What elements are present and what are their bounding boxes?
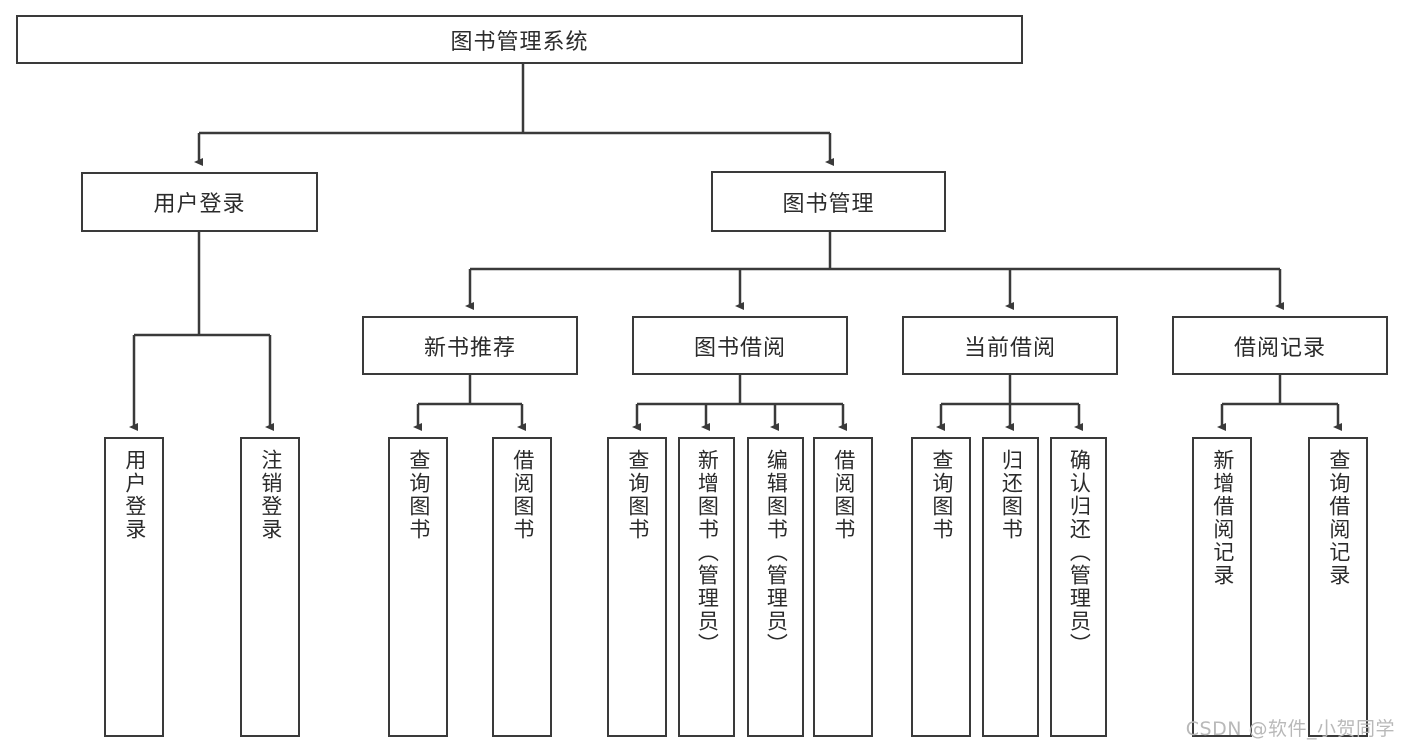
node-label: 新增图书（管理员） <box>695 449 720 656</box>
node-label: 当前借阅 <box>963 335 1056 361</box>
node-label: 图书管理 <box>782 191 875 217</box>
node-label: 注销登录 <box>258 449 283 541</box>
node-label: 借阅图书 <box>831 449 856 541</box>
node-current-borrow[interactable]: 当前借阅 <box>902 316 1118 375</box>
node-label: 图书借阅 <box>693 335 786 361</box>
node-label: 查询图书 <box>929 449 954 541</box>
node-borrow-record[interactable]: 借阅记录 <box>1172 316 1388 375</box>
node-label: 确认归还（管理员） <box>1067 449 1092 656</box>
node-label: 借阅图书 <box>510 449 535 541</box>
node-label: 查询图书 <box>625 449 650 541</box>
leaf-borrow-edit-book-admin[interactable]: 编辑图书（管理员） <box>747 437 804 737</box>
leaf-record-add-record[interactable]: 新增借阅记录 <box>1192 437 1252 737</box>
node-label: 借阅记录 <box>1233 335 1326 361</box>
node-label: 用户登录 <box>153 192 246 217</box>
node-label: 新书推荐 <box>423 335 516 361</box>
watermark-text: CSDN @软件_小贺同学 <box>1185 718 1395 740</box>
node-root-system[interactable]: 图书管理系统 <box>16 15 1023 64</box>
leaf-borrow-query-book[interactable]: 查询图书 <box>607 437 667 737</box>
node-label: 归还图书 <box>999 449 1024 541</box>
leaf-user-logout[interactable]: 注销登录 <box>240 437 300 737</box>
leaf-current-query-book[interactable]: 查询图书 <box>911 437 971 737</box>
node-book-borrow[interactable]: 图书借阅 <box>632 316 848 375</box>
leaf-current-return-book[interactable]: 归还图书 <box>982 437 1039 737</box>
leaf-current-confirm-return-admin[interactable]: 确认归还（管理员） <box>1050 437 1107 737</box>
node-user-login[interactable]: 用户登录 <box>81 172 318 232</box>
leaf-user-login[interactable]: 用户登录 <box>104 437 164 737</box>
leaf-borrow-borrow-book[interactable]: 借阅图书 <box>813 437 873 737</box>
node-label: 用户登录 <box>122 449 147 541</box>
node-label: 查询借阅记录 <box>1326 449 1351 587</box>
node-label: 新增借阅记录 <box>1210 449 1235 587</box>
node-label: 编辑图书（管理员） <box>764 449 789 656</box>
node-label: 图书管理系统 <box>450 29 589 55</box>
leaf-borrow-add-book-admin[interactable]: 新增图书（管理员） <box>678 437 735 737</box>
node-label: 查询图书 <box>406 449 431 541</box>
node-new-book-recommend[interactable]: 新书推荐 <box>362 316 578 375</box>
leaf-recommend-query-book[interactable]: 查询图书 <box>388 437 448 737</box>
node-book-management[interactable]: 图书管理 <box>711 171 946 232</box>
leaf-recommend-borrow-book[interactable]: 借阅图书 <box>492 437 552 737</box>
leaf-record-query-record[interactable]: 查询借阅记录 <box>1308 437 1368 737</box>
